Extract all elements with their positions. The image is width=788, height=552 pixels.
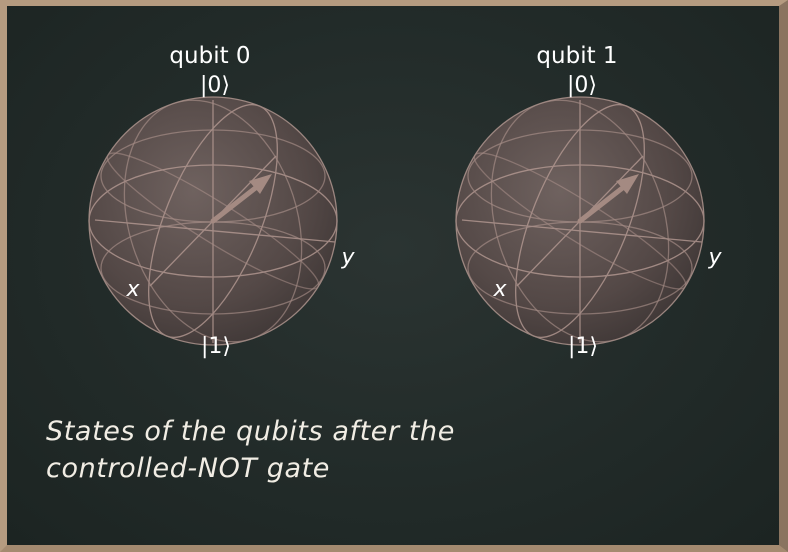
sphere-title: qubit 0 — [169, 43, 250, 69]
x-axis-label: x — [492, 277, 507, 302]
chalk-caption: States of the qubits after the controlle… — [46, 413, 726, 487]
ket-one-label: |1⟩ — [201, 334, 231, 359]
caption-line-1: States of the qubits after the — [46, 416, 455, 447]
ket-zero-label: |0⟩ — [200, 73, 230, 98]
sphere-title: qubit 1 — [536, 43, 617, 69]
bloch-sphere-qubit-0: qubit 0 |0⟩ |1⟩ x y — [88, 43, 355, 359]
sphere-wireframe — [88, 96, 338, 346]
ket-one-label: |1⟩ — [568, 334, 598, 359]
ket-zero-label: |0⟩ — [567, 73, 597, 98]
y-axis-label: y — [340, 245, 355, 270]
bloch-sphere-qubit-1: qubit 1 |0⟩ |1⟩ x y — [455, 43, 722, 359]
state-vector-arrow — [210, 174, 272, 224]
state-vector-arrow — [577, 174, 639, 224]
caption-line-2: controlled-NOT gate — [46, 453, 330, 484]
x-axis-label: x — [125, 277, 140, 302]
y-axis-label: y — [707, 245, 722, 270]
